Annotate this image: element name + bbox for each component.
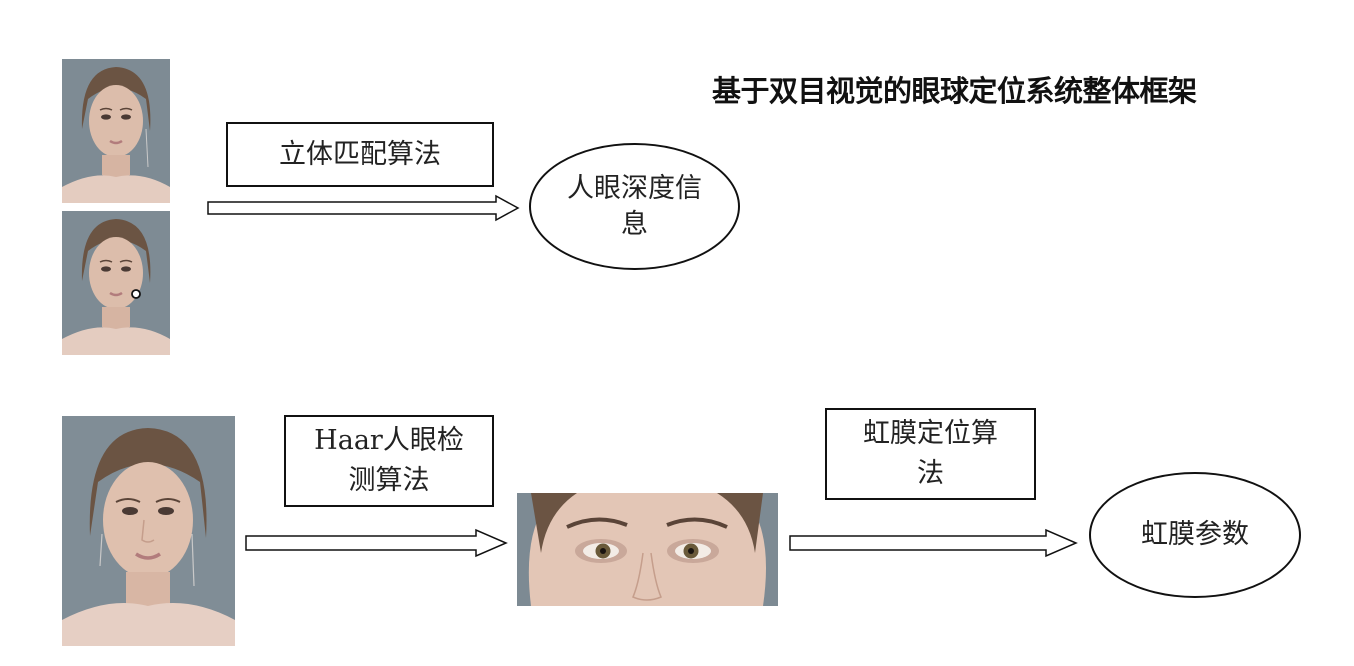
input-face-photo bbox=[62, 416, 235, 646]
iris-parameters-label: 虹膜参数 bbox=[1141, 519, 1249, 550]
face-to-eye-crop-arrow bbox=[245, 528, 508, 558]
iris-localization-algorithm-box: 虹膜定位算 法 bbox=[825, 408, 1036, 500]
eye-region-crop-photo bbox=[517, 493, 778, 606]
haar-eye-detection-label: Haar人眼检 测算法 bbox=[314, 425, 464, 496]
eye-depth-info-label: 人眼深度信 息 bbox=[567, 172, 702, 240]
stereo-matching-algorithm-label: 立体匹配算法 bbox=[279, 138, 441, 170]
eye-crop-to-iris-arrow bbox=[789, 528, 1078, 558]
stereo-matching-algorithm-box: 立体匹配算法 bbox=[226, 122, 494, 187]
stereo-left-photo bbox=[62, 59, 170, 203]
stereo-right-photo bbox=[62, 211, 170, 355]
iris-localization-algorithm-label: 虹膜定位算 法 bbox=[863, 418, 998, 489]
haar-eye-detection-box: Haar人眼检 测算法 bbox=[284, 415, 494, 507]
eye-depth-info-node: 人眼深度信 息 bbox=[529, 143, 740, 270]
diagram-title: 基于双目视觉的眼球定位系统整体框架 bbox=[712, 74, 1197, 108]
stereo-to-depth-arrow bbox=[207, 194, 520, 222]
iris-parameters-node: 虹膜参数 bbox=[1089, 472, 1301, 598]
